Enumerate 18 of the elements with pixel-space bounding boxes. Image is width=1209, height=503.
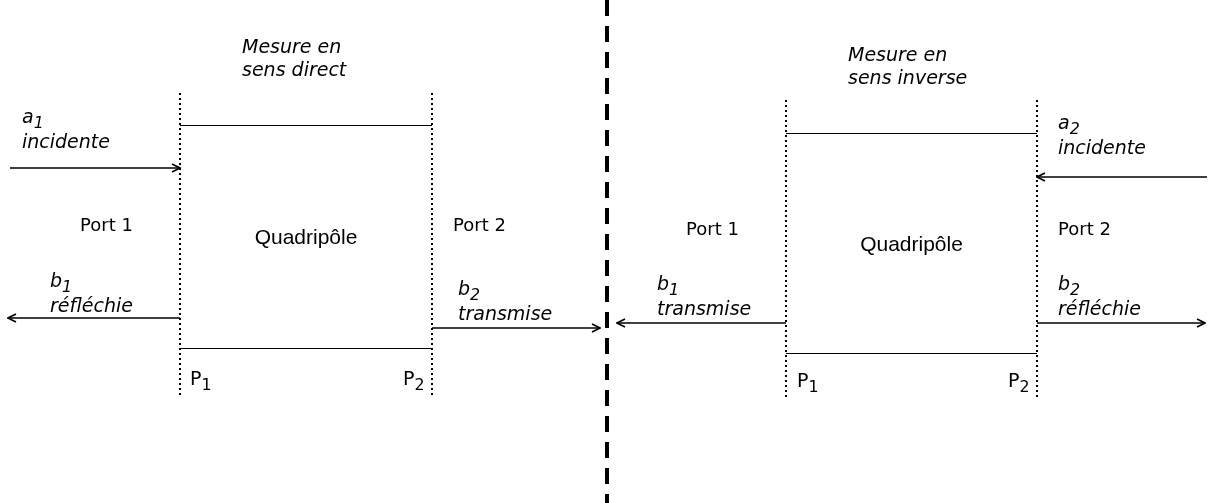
port-plane-label: P$_{2}$ xyxy=(403,367,425,394)
port-label: Port 2 xyxy=(453,214,506,235)
arrow xyxy=(616,318,787,328)
box-label: Quadripôle xyxy=(860,231,963,256)
arrow xyxy=(9,163,181,173)
port-plane-label: P$_{1}$ xyxy=(190,367,212,394)
arrow xyxy=(1036,318,1206,328)
arrow xyxy=(7,313,181,323)
box-label: Quadripôle xyxy=(254,225,358,249)
port-plane-label: P$_{1}$ xyxy=(797,369,819,396)
arrow xyxy=(431,323,601,333)
port-label: Port 1 xyxy=(80,214,133,235)
measurement-heading: Mesure en sens direct xyxy=(242,34,348,82)
measurement-heading: Mesure en sens inverse xyxy=(848,42,969,90)
port-plane-label: P$_{2}$ xyxy=(1008,369,1030,396)
port-label: Port 1 xyxy=(686,218,739,239)
port-label: Port 2 xyxy=(1058,218,1111,239)
arrow xyxy=(1036,172,1208,182)
